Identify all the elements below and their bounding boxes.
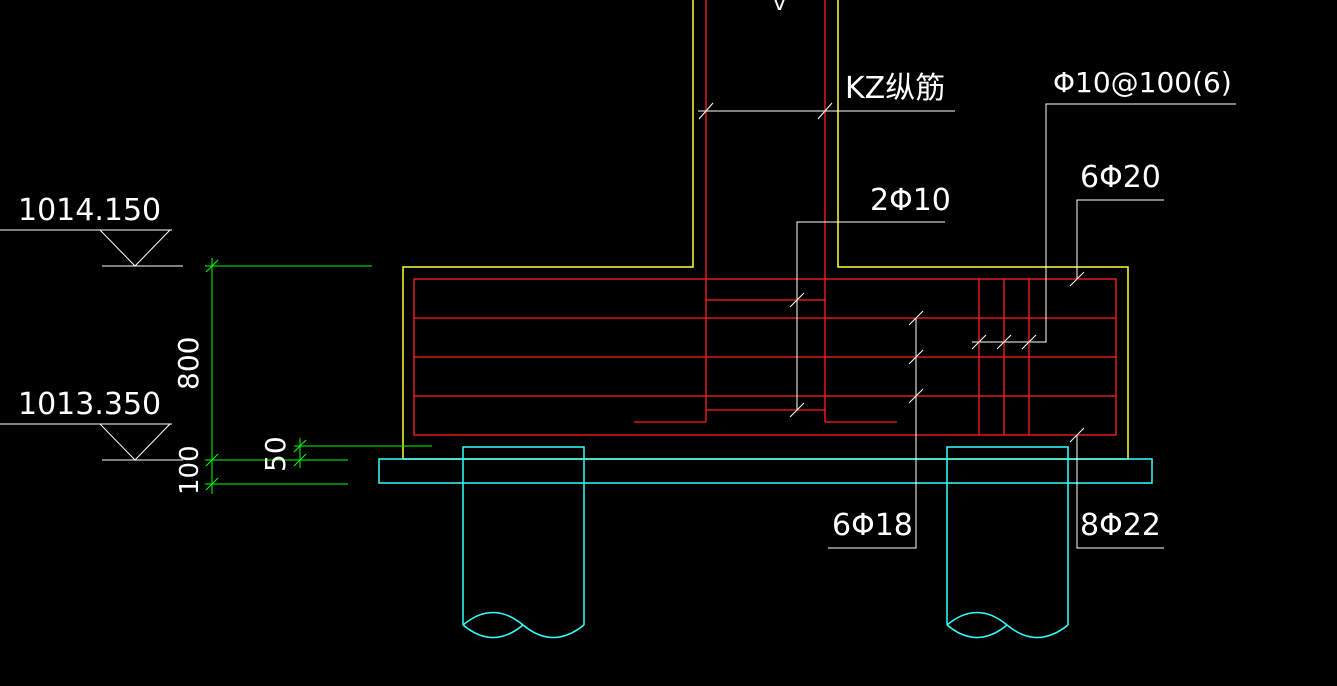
elevation-marker-top	[0, 229, 183, 267]
leader-lines	[698, 102, 1236, 549]
partial-top-label: v	[773, 0, 786, 16]
pile-left	[462, 446, 585, 639]
cushion-and-piles	[378, 446, 1153, 639]
label-bottom-bars: 8Φ22	[1080, 508, 1161, 543]
leader-top-bars	[1076, 199, 1164, 279]
leader-side-bars	[796, 221, 945, 410]
dimension-cover: 50	[259, 436, 292, 472]
dimension-cushion: 100	[175, 445, 205, 495]
cushion-layer	[378, 458, 1153, 484]
label-column-bars: KZ纵筋	[845, 71, 945, 106]
elevation-top-value: 1014.150	[18, 193, 161, 228]
label-top-bars: 6Φ20	[1080, 160, 1161, 195]
concrete-outline	[402, 0, 1129, 460]
rebar-lines	[413, 0, 1117, 436]
pile-right	[946, 446, 1069, 639]
dimension-cap-height: 800	[172, 337, 205, 390]
label-stirrups: Φ10@100(6)	[1053, 66, 1232, 99]
elevation-markers	[0, 229, 183, 461]
elevation-bottom-value: 1013.350	[18, 387, 161, 422]
leader-bottom-bars	[1076, 435, 1164, 549]
leader-stirrups	[972, 103, 1236, 343]
elevation-marker-bottom	[0, 423, 183, 461]
label-side-bars: 2Φ10	[870, 183, 951, 218]
column-and-cap-outline	[402, 0, 1129, 460]
leader-middle-bars	[828, 318, 917, 549]
label-middle-bars: 6Φ18	[832, 508, 913, 543]
dimension-lines	[205, 258, 432, 494]
